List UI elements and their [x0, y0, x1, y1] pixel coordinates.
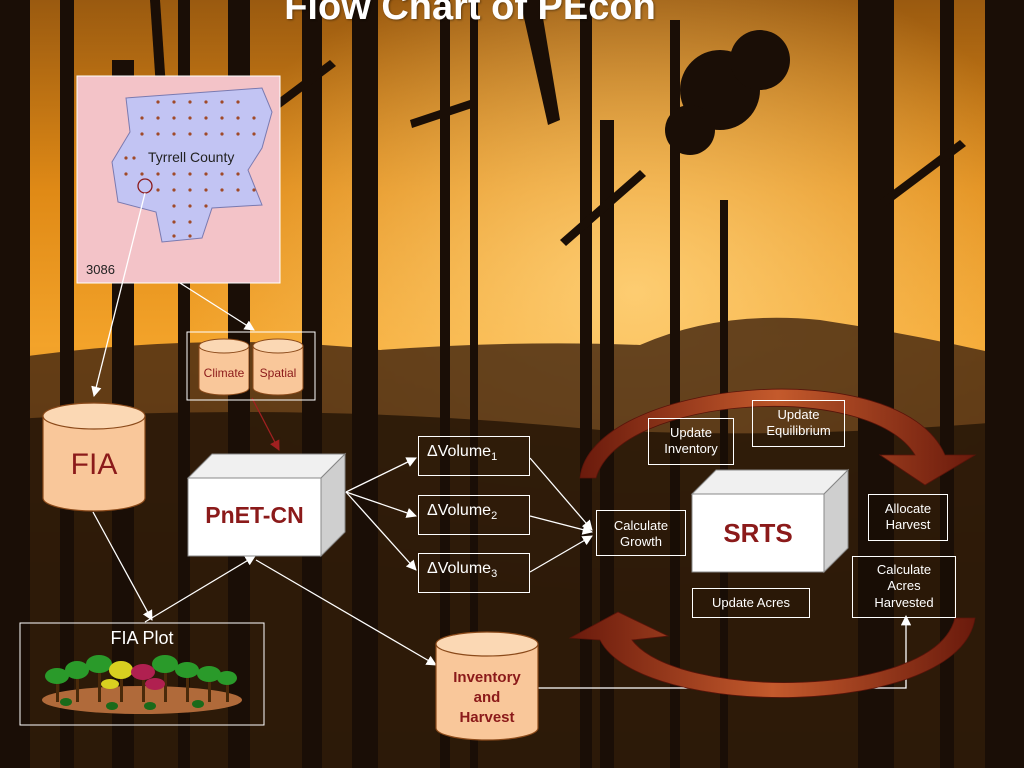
- srts-cube: [690, 468, 850, 574]
- delta-volume-3: ΔVolume3: [418, 553, 530, 593]
- fia-cylinder: [42, 402, 146, 512]
- spatial-cylinder: [252, 338, 304, 396]
- plot-dots: [124, 100, 256, 238]
- climate-cylinder: [198, 338, 250, 396]
- calculate-growth-box: Calculate Growth: [596, 510, 686, 556]
- delta-volume-1: ΔVolume1: [418, 436, 530, 476]
- county-shape: [111, 87, 273, 243]
- flow-arrows: [91, 192, 912, 689]
- fia-plot-label: FIA Plot: [110, 628, 174, 648]
- delta-volume-2: ΔVolume2: [418, 495, 530, 535]
- county-map: [76, 75, 281, 284]
- spatial-to-pnet-arrow: [251, 397, 280, 451]
- update-acres-box: Update Acres: [692, 588, 810, 618]
- srts-label: SRTS: [723, 518, 793, 548]
- loop-arrow-bottom: [568, 611, 976, 698]
- pnet-label: PnET-CN: [205, 502, 304, 528]
- calculate-acres-harvested-box: Calculate Acres Harvested: [852, 556, 956, 618]
- plot-count-label: 3086: [86, 262, 115, 277]
- data-inputs-frame: [186, 331, 316, 401]
- spatial-label: Spatial: [259, 366, 297, 380]
- pnet-cube: [186, 452, 347, 558]
- fia-plot-trees-icon: [42, 655, 242, 714]
- inventory-harvest-cylinder: [435, 631, 539, 741]
- allocate-harvest-box: Allocate Harvest: [868, 494, 948, 541]
- fia-plot-frame: [19, 622, 265, 726]
- slide-title: Flow Chart of PEcon: [284, 0, 656, 28]
- update-inventory-box: Update Inventory: [648, 418, 734, 465]
- fia-label: FIA: [70, 448, 118, 481]
- loop-arrow-top: [579, 388, 977, 486]
- county-label: Tyrrell County: [148, 149, 235, 165]
- inventory-harvest-label: Inventory and Harvest: [453, 669, 521, 726]
- update-equilibrium-box: Update Equilibrium: [752, 400, 845, 447]
- climate-label: Climate: [203, 366, 245, 380]
